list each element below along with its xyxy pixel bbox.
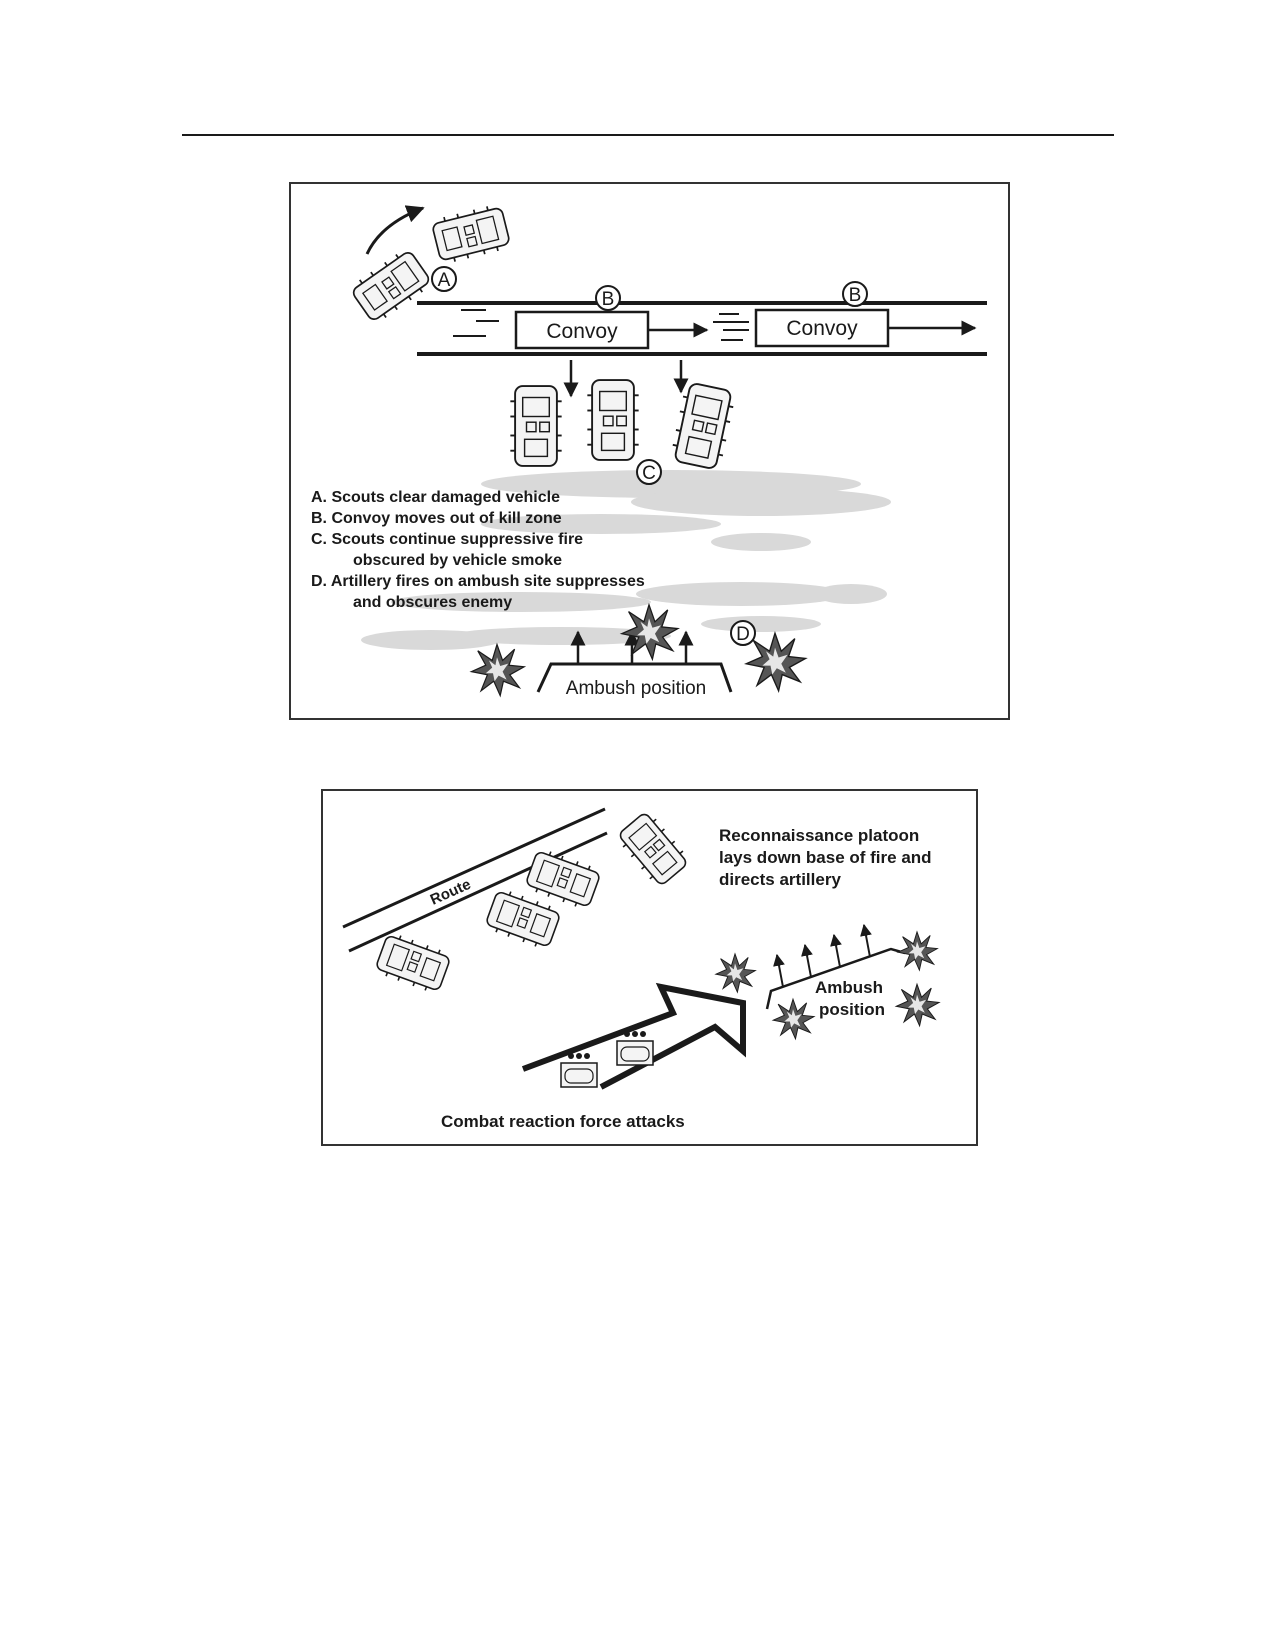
ambush-arrow-1 bbox=[773, 953, 785, 988]
recon-text-line-2: lays down base of fire and bbox=[719, 848, 932, 867]
artillery-burst-3 bbox=[897, 931, 938, 971]
convoy-ambush-figure: Convoy Convoy A B B C D bbox=[289, 182, 1010, 720]
ambush-label-line-1: Ambush bbox=[815, 978, 883, 997]
scout-vehicle-4 bbox=[586, 379, 640, 461]
marker-a: A bbox=[431, 266, 457, 292]
marker-b-1: B bbox=[595, 285, 621, 311]
svg-text:C: C bbox=[642, 463, 656, 484]
ambush-position-line bbox=[536, 662, 733, 693]
route-edge-lower bbox=[348, 831, 608, 953]
scout-move-arrow bbox=[365, 205, 425, 255]
convoy-box-1 bbox=[514, 310, 650, 350]
legend-item-a: A. Scouts clear damaged vehicle bbox=[311, 489, 560, 506]
reaction-truck-2 bbox=[616, 1030, 654, 1066]
scout-vehicle-2 bbox=[429, 202, 513, 266]
artillery-burst-1 bbox=[470, 643, 525, 697]
svg-text:A: A bbox=[438, 270, 451, 291]
motion-lines bbox=[453, 309, 749, 341]
svg-text:D: D bbox=[736, 624, 750, 645]
svg-text:B: B bbox=[849, 285, 862, 306]
ambush-label-line-2: position bbox=[819, 1000, 885, 1019]
attack-label: Combat reaction force attacks bbox=[441, 1112, 685, 1131]
artillery-burst-3 bbox=[745, 632, 807, 692]
scout-vehicle-1 bbox=[347, 245, 435, 327]
svg-text:B: B bbox=[602, 289, 615, 310]
header-rule bbox=[182, 134, 1114, 136]
smoke-cloud bbox=[361, 470, 891, 650]
legend-item-d: D. Artillery fires on ambush site suppre… bbox=[311, 573, 645, 590]
recon-vehicle-1 bbox=[373, 930, 453, 996]
artillery-burst-1 bbox=[715, 953, 756, 993]
convoy-label-1: Convoy bbox=[546, 320, 618, 343]
marker-d: D bbox=[730, 620, 756, 646]
recon-vehicle-4 bbox=[614, 808, 692, 890]
recon-text-line-1: Reconnaissance platoon bbox=[719, 826, 919, 845]
legend-item-d-cont: and obscures enemy bbox=[353, 594, 512, 611]
artillery-burst-4 bbox=[895, 983, 940, 1027]
ambush-arrow-4 bbox=[860, 923, 872, 958]
scout-vehicle-3 bbox=[509, 385, 563, 467]
convoy-box-2 bbox=[754, 308, 890, 348]
recon-text-line-3: directs artillery bbox=[719, 870, 841, 889]
artillery-burst-2 bbox=[772, 998, 815, 1040]
recon-vehicle-2 bbox=[483, 886, 563, 952]
marker-c: C bbox=[636, 459, 662, 485]
attack-arrow bbox=[521, 982, 746, 1090]
ambush-arrow-2 bbox=[801, 943, 813, 978]
recon-vehicle-3 bbox=[523, 846, 603, 912]
reaction-truck-1 bbox=[560, 1052, 598, 1088]
ambush-position-label: Ambush position bbox=[566, 678, 706, 699]
reaction-force-figure: Route Reconnaissance platoon lays down b… bbox=[321, 789, 978, 1146]
legend-item-c: C. Scouts continue suppressive fire bbox=[311, 531, 583, 548]
ambush-arrow-3 bbox=[830, 933, 842, 968]
ambush-position-line bbox=[765, 947, 906, 1010]
legend-item-c-cont: obscured by vehicle smoke bbox=[353, 552, 562, 569]
scout-vehicle-5 bbox=[668, 380, 738, 472]
route-edge-upper bbox=[342, 807, 606, 929]
legend-item-b: B. Convoy moves out of kill zone bbox=[311, 510, 562, 527]
marker-b-2: B bbox=[842, 281, 868, 307]
artillery-burst-2 bbox=[621, 604, 679, 660]
convoy-label-2: Convoy bbox=[786, 317, 858, 340]
